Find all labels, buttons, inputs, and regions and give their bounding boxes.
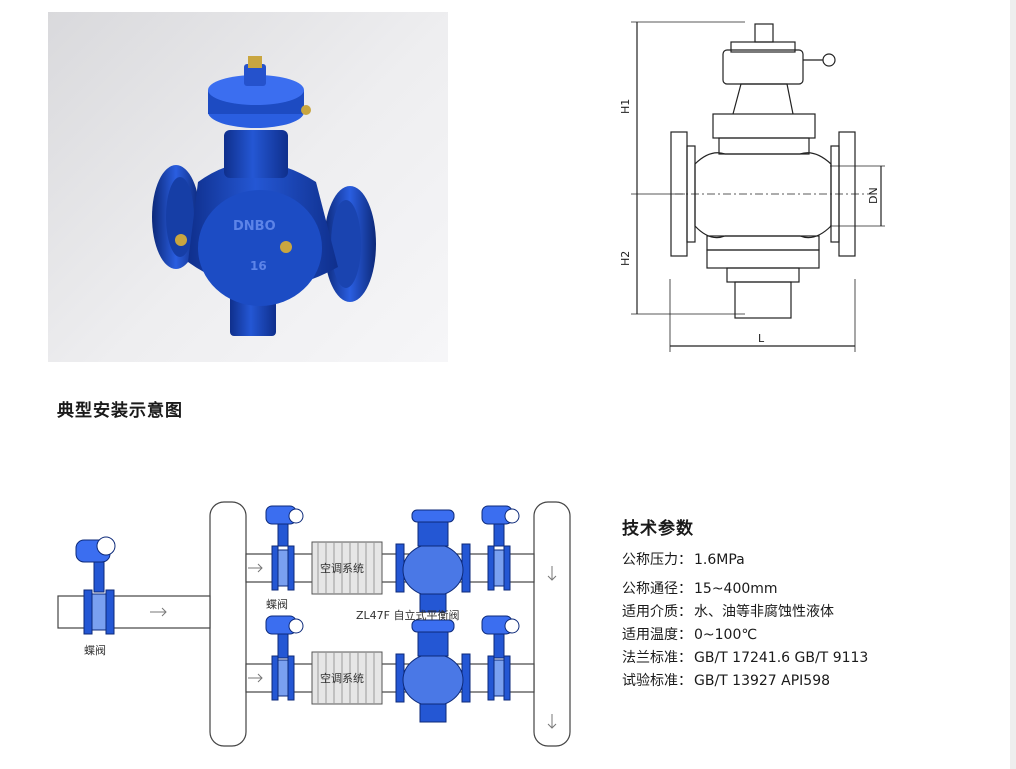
ac-label-top: 空调系统	[320, 561, 364, 575]
balancing-valve-label: ZL47F 自立式平衡阀	[356, 608, 460, 622]
spec-row: 试验标准：GB/T 13927 API598	[622, 670, 982, 693]
spec-label: 公称通径：	[622, 581, 692, 597]
spec-value: GB/T 13927 API598	[694, 673, 831, 689]
photo-body-marking: DNBO	[233, 219, 276, 234]
photo-size-marking: 16	[250, 259, 267, 273]
dimension-drawing: H1 H2 DN L	[615, 14, 885, 359]
spec-row: 公称压力：1.6MPa	[622, 549, 982, 572]
spec-value: 水、油等非腐蚀性液体	[694, 604, 834, 620]
h2-label: H2	[619, 251, 632, 266]
spec-label: 公称压力：	[622, 552, 692, 568]
spec-value: 1.6MPa	[694, 552, 745, 568]
spec-label: 法兰标准：	[622, 650, 692, 666]
spec-row: 适用介质：水、油等非腐蚀性液体	[622, 601, 982, 624]
branch-butterfly-label: 蝶阀	[266, 597, 288, 611]
spec-value: GB/T 17241.6 GB/T 9113	[694, 650, 869, 666]
valve-photo: DNBO 16	[48, 12, 448, 362]
spec-label: 适用介质：	[622, 604, 692, 620]
spec-panel: 技术参数 公称压力：1.6MPa 公称通径：15~400mm 适用介质：水、油等…	[622, 514, 982, 693]
spec-label: 适用温度：	[622, 627, 692, 643]
h1-label: H1	[619, 99, 632, 114]
section-title: 典型安装示意图	[57, 401, 183, 421]
spec-label: 试验标准：	[622, 673, 692, 689]
spec-title: 技术参数	[622, 519, 694, 539]
spec-row: 适用温度：0~100℃	[622, 624, 982, 647]
spec-row: 公称通径：15~400mm	[622, 578, 982, 601]
inlet-butterfly-label: 蝶阀	[84, 643, 106, 657]
ac-label-bottom: 空调系统	[320, 671, 364, 685]
dn-label: DN	[867, 187, 880, 204]
installation-diagram: 蝶阀 蝶阀 空调系统 空调系统 ZL47F 自立式平衡阀	[50, 496, 590, 758]
spec-value: 15~400mm	[694, 581, 778, 597]
spec-row: 法兰标准：GB/T 17241.6 GB/T 9113	[622, 647, 982, 670]
spec-value: 0~100℃	[694, 627, 758, 643]
page-edge	[1010, 0, 1016, 769]
l-label: L	[758, 332, 765, 345]
